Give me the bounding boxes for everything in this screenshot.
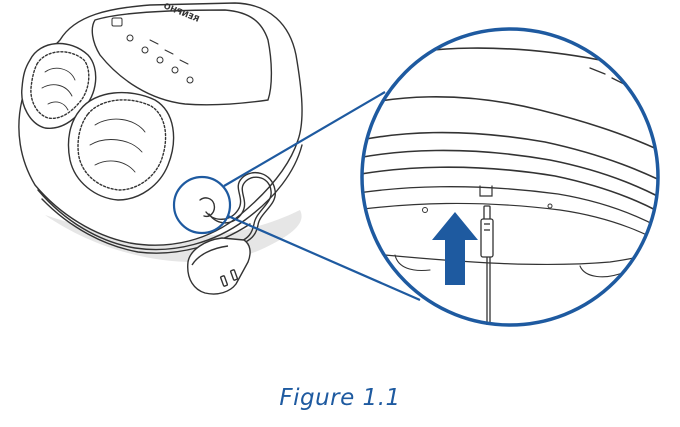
control-buttons — [111, 17, 194, 84]
dc-plug — [480, 205, 494, 325]
callout-line-top — [223, 91, 386, 187]
zoom-callout — [172, 91, 421, 302]
left-foot-well — [21, 42, 97, 129]
zoom-detail — [360, 27, 660, 327]
device-base-band — [37, 144, 303, 251]
foot-massager-illustration: RENPHO — [18, 1, 660, 327]
right-foot-well — [67, 91, 175, 201]
power-adapter — [187, 237, 251, 295]
callout-line-bottom — [227, 214, 421, 302]
callout-large-circle — [360, 27, 660, 327]
foot-massager-device: RENPHO — [18, 1, 303, 263]
control-panel — [91, 9, 273, 106]
arrow-up-icon — [432, 212, 478, 285]
callout-small-circle — [172, 175, 232, 235]
figure-caption: Figure 1.1 — [279, 385, 401, 411]
